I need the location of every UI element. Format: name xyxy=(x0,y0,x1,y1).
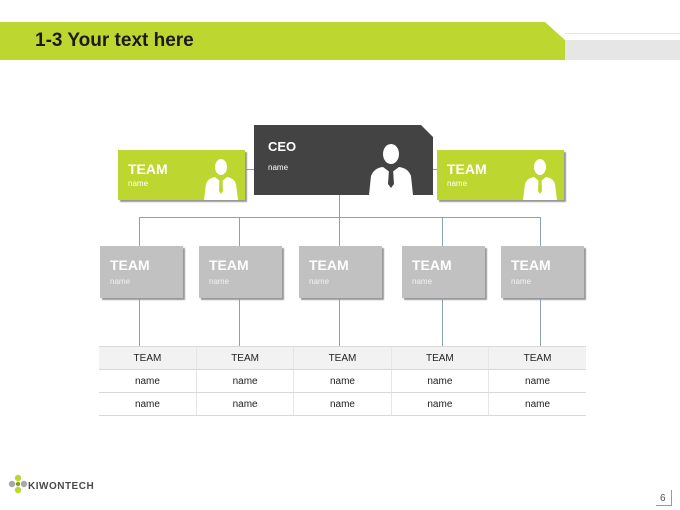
businessman-silhouette-icon xyxy=(523,159,557,200)
side-team-box-right: TEAM name xyxy=(437,150,564,200)
team-box-2: TEAM name xyxy=(199,246,282,298)
connector-ceo-down xyxy=(339,195,340,218)
table-cell: name xyxy=(293,392,392,416)
team-name: name xyxy=(412,277,433,286)
table-row: name name name name name xyxy=(99,369,586,393)
table-header-cell: TEAM xyxy=(195,346,294,370)
businessman-silhouette-icon xyxy=(204,159,238,200)
table-cell: name xyxy=(390,392,489,416)
table-cell: name xyxy=(195,392,294,416)
team-title: TEAM xyxy=(309,257,349,273)
side-team-title: TEAM xyxy=(128,161,168,177)
team-title: TEAM xyxy=(511,257,551,273)
table-cell: name xyxy=(293,369,392,393)
side-team-name: name xyxy=(447,179,468,188)
team-name: name xyxy=(110,277,131,286)
title-divider-line xyxy=(565,33,680,34)
team-title: TEAM xyxy=(412,257,452,273)
table-header-cell: TEAM xyxy=(390,346,489,370)
ceo-box: CEO name xyxy=(254,125,433,195)
team-name: name xyxy=(209,277,230,286)
page-title: 1-3 Your text here xyxy=(35,30,194,51)
table-cell: name xyxy=(390,369,489,393)
team-box-5: TEAM name xyxy=(501,246,584,298)
table-cell: name xyxy=(488,369,586,393)
title-band xyxy=(0,22,565,60)
team-name: name xyxy=(309,277,330,286)
team-box-4: TEAM name xyxy=(402,246,485,298)
title-tail-bar xyxy=(565,40,680,60)
team-title: TEAM xyxy=(209,257,249,273)
team-table: TEAM TEAM TEAM TEAM TEAM name name name … xyxy=(99,346,586,416)
team-box-3: TEAM name xyxy=(299,246,382,298)
side-team-title: TEAM xyxy=(447,161,487,177)
table-cell: name xyxy=(488,392,586,416)
businessman-silhouette-icon xyxy=(369,144,413,195)
ceo-name: name xyxy=(268,163,289,172)
kiwontech-logo-icon xyxy=(8,474,28,494)
side-team-box-left: TEAM name xyxy=(118,150,245,200)
team-name: name xyxy=(511,277,532,286)
table-row: name name name name name xyxy=(99,392,586,416)
page-number-corner xyxy=(656,490,672,506)
page-number: 6 xyxy=(660,493,666,504)
logo-text: KIWONTECH xyxy=(28,481,95,492)
table-header-cell: TEAM xyxy=(99,346,197,370)
team-box-1: TEAM name xyxy=(100,246,183,298)
table-header-cell: TEAM xyxy=(293,346,392,370)
side-team-name: name xyxy=(128,179,149,188)
connector-ceo-right xyxy=(433,169,437,170)
connector-horizontal xyxy=(139,217,541,218)
table-header-row: TEAM TEAM TEAM TEAM TEAM xyxy=(99,346,586,370)
ceo-title: CEO xyxy=(268,139,297,154)
team-title: TEAM xyxy=(110,257,150,273)
connector-ceo-left xyxy=(245,169,254,170)
table-header-cell: TEAM xyxy=(488,346,586,370)
table-cell: name xyxy=(195,369,294,393)
table-cell: name xyxy=(99,369,197,393)
table-cell: name xyxy=(99,392,197,416)
